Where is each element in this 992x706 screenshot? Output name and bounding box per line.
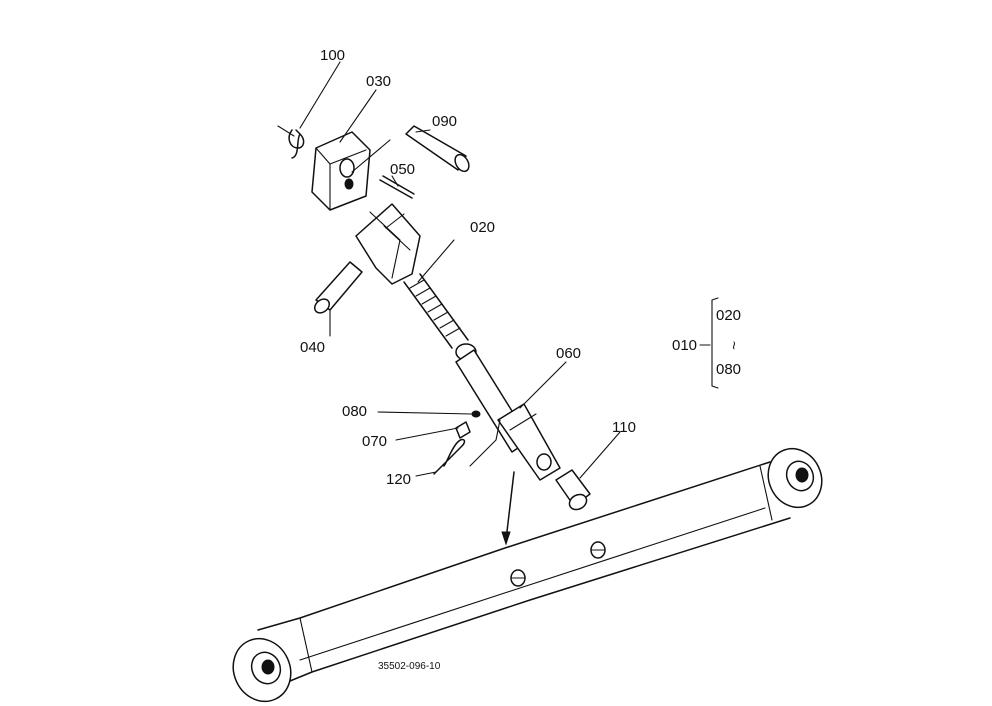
label-040: 040 [300,339,325,356]
label-020: 020 [470,219,495,236]
cotter-pin-050 [379,175,415,199]
label-080: 080 [342,403,367,420]
clevis-block-030 [311,131,371,211]
pin-110 [555,469,591,511]
assembly-range-mark: ~ [725,341,742,350]
grease-fitting-080 [471,410,481,418]
pin-090 [405,125,470,173]
label-060: 060 [556,345,581,362]
linch-pin-100 [288,129,305,159]
assembly-reference: 010 020 ~ 080 [672,297,742,389]
assembly-from-label: 020 [716,307,741,324]
assembly-parent-label: 010 [672,337,697,354]
clip-120 [433,438,466,475]
top-link-fork-020 [355,203,421,285]
threaded-rod-020 [403,273,469,349]
leader-lines [277,61,621,546]
label-030: 030 [366,73,391,90]
lower-link-arm [232,447,823,703]
label-050: 050 [390,161,415,178]
label-070: 070 [362,433,387,450]
pin-040 [314,261,363,314]
tube-060 [455,343,561,481]
label-090: 090 [432,113,457,130]
drawing-code: 35502-096-10 [378,661,441,672]
label-120: 120 [386,471,411,488]
nipple-070 [455,421,471,439]
assembly-to-label: 080 [716,361,741,378]
label-100: 100 [320,47,345,64]
label-110: 110 [612,419,636,436]
